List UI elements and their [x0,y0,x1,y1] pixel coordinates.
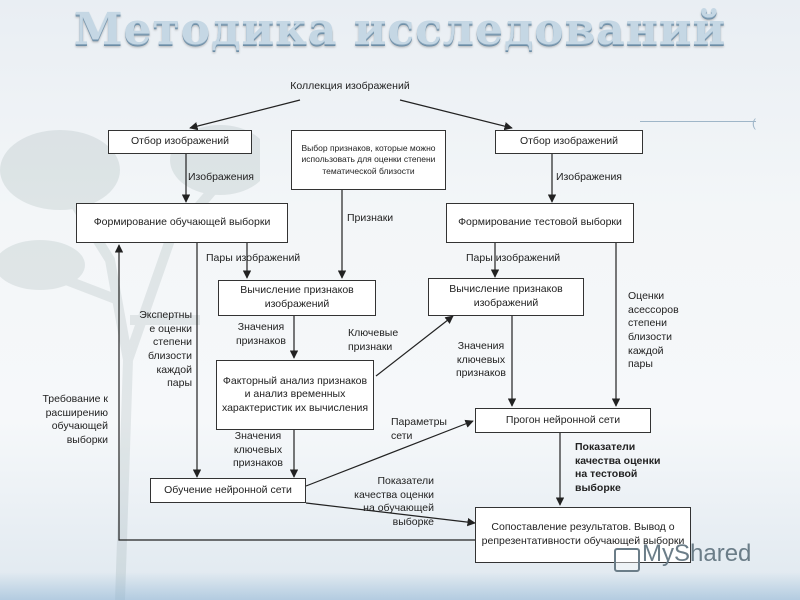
bottom-band [0,572,800,600]
node-train-nn: Обучение нейронной сети [150,478,306,503]
label-expert-estimates: Экспертны е оценки степени близости кажд… [139,309,192,390]
node-factor-analysis: Факторный анализ признаков и анализ врем… [216,360,374,430]
node-select-left: Отбор изображений [108,130,252,154]
decorative-line [640,121,756,122]
label-assessor-estimates: Оценки асессоров степени близости каждой… [628,290,679,371]
label-images-left: Изображения [188,171,254,183]
label-key-values-right: Значения ключевых признаков [456,340,506,380]
page-title: Методика исследований [73,4,727,55]
label-features: Признаки [347,212,394,224]
label-pairs-right: Пары изображений [466,252,561,264]
node-calc-left: Вычисление признаков изображений [218,280,376,316]
watermark-icon [614,548,640,572]
label-key-values-left: Значения ключевых признаков [233,430,283,470]
node-compare: Сопоставление результатов. Вывод о репре… [475,507,691,563]
label-network-params: Параметры сети [391,416,447,442]
node-train-set: Формирование обучающей выборки [76,203,288,243]
label-feature-values: Значения признаков [236,321,286,347]
decorative-arc: ( [752,116,756,130]
arrow-collection-to-select-right [399,99,513,131]
node-calc-right: Вычисление признаков изображений [428,278,584,316]
label-train-quality: Показатели качества оценки на обучающей … [354,475,434,528]
label-test-quality: Показатели качества оценки на тестовой в… [575,441,661,494]
node-select-right: Отбор изображений [495,130,643,154]
node-collection: Коллекция изображений [290,80,410,92]
label-images-right: Изображения [556,171,622,183]
label-key-features: Ключевые признаки [348,327,399,353]
label-expand-request: Требование к расширению обучающей выборк… [42,393,108,446]
label-pairs-left: Пары изображений [206,252,301,264]
node-test-set: Формирование тестовой выборки [446,203,634,243]
node-run-nn: Прогон нейронной сети [475,408,651,433]
node-feature-choice: Выбор признаков, которые можно использов… [291,130,446,190]
watermark-text: MyShared [642,540,752,567]
